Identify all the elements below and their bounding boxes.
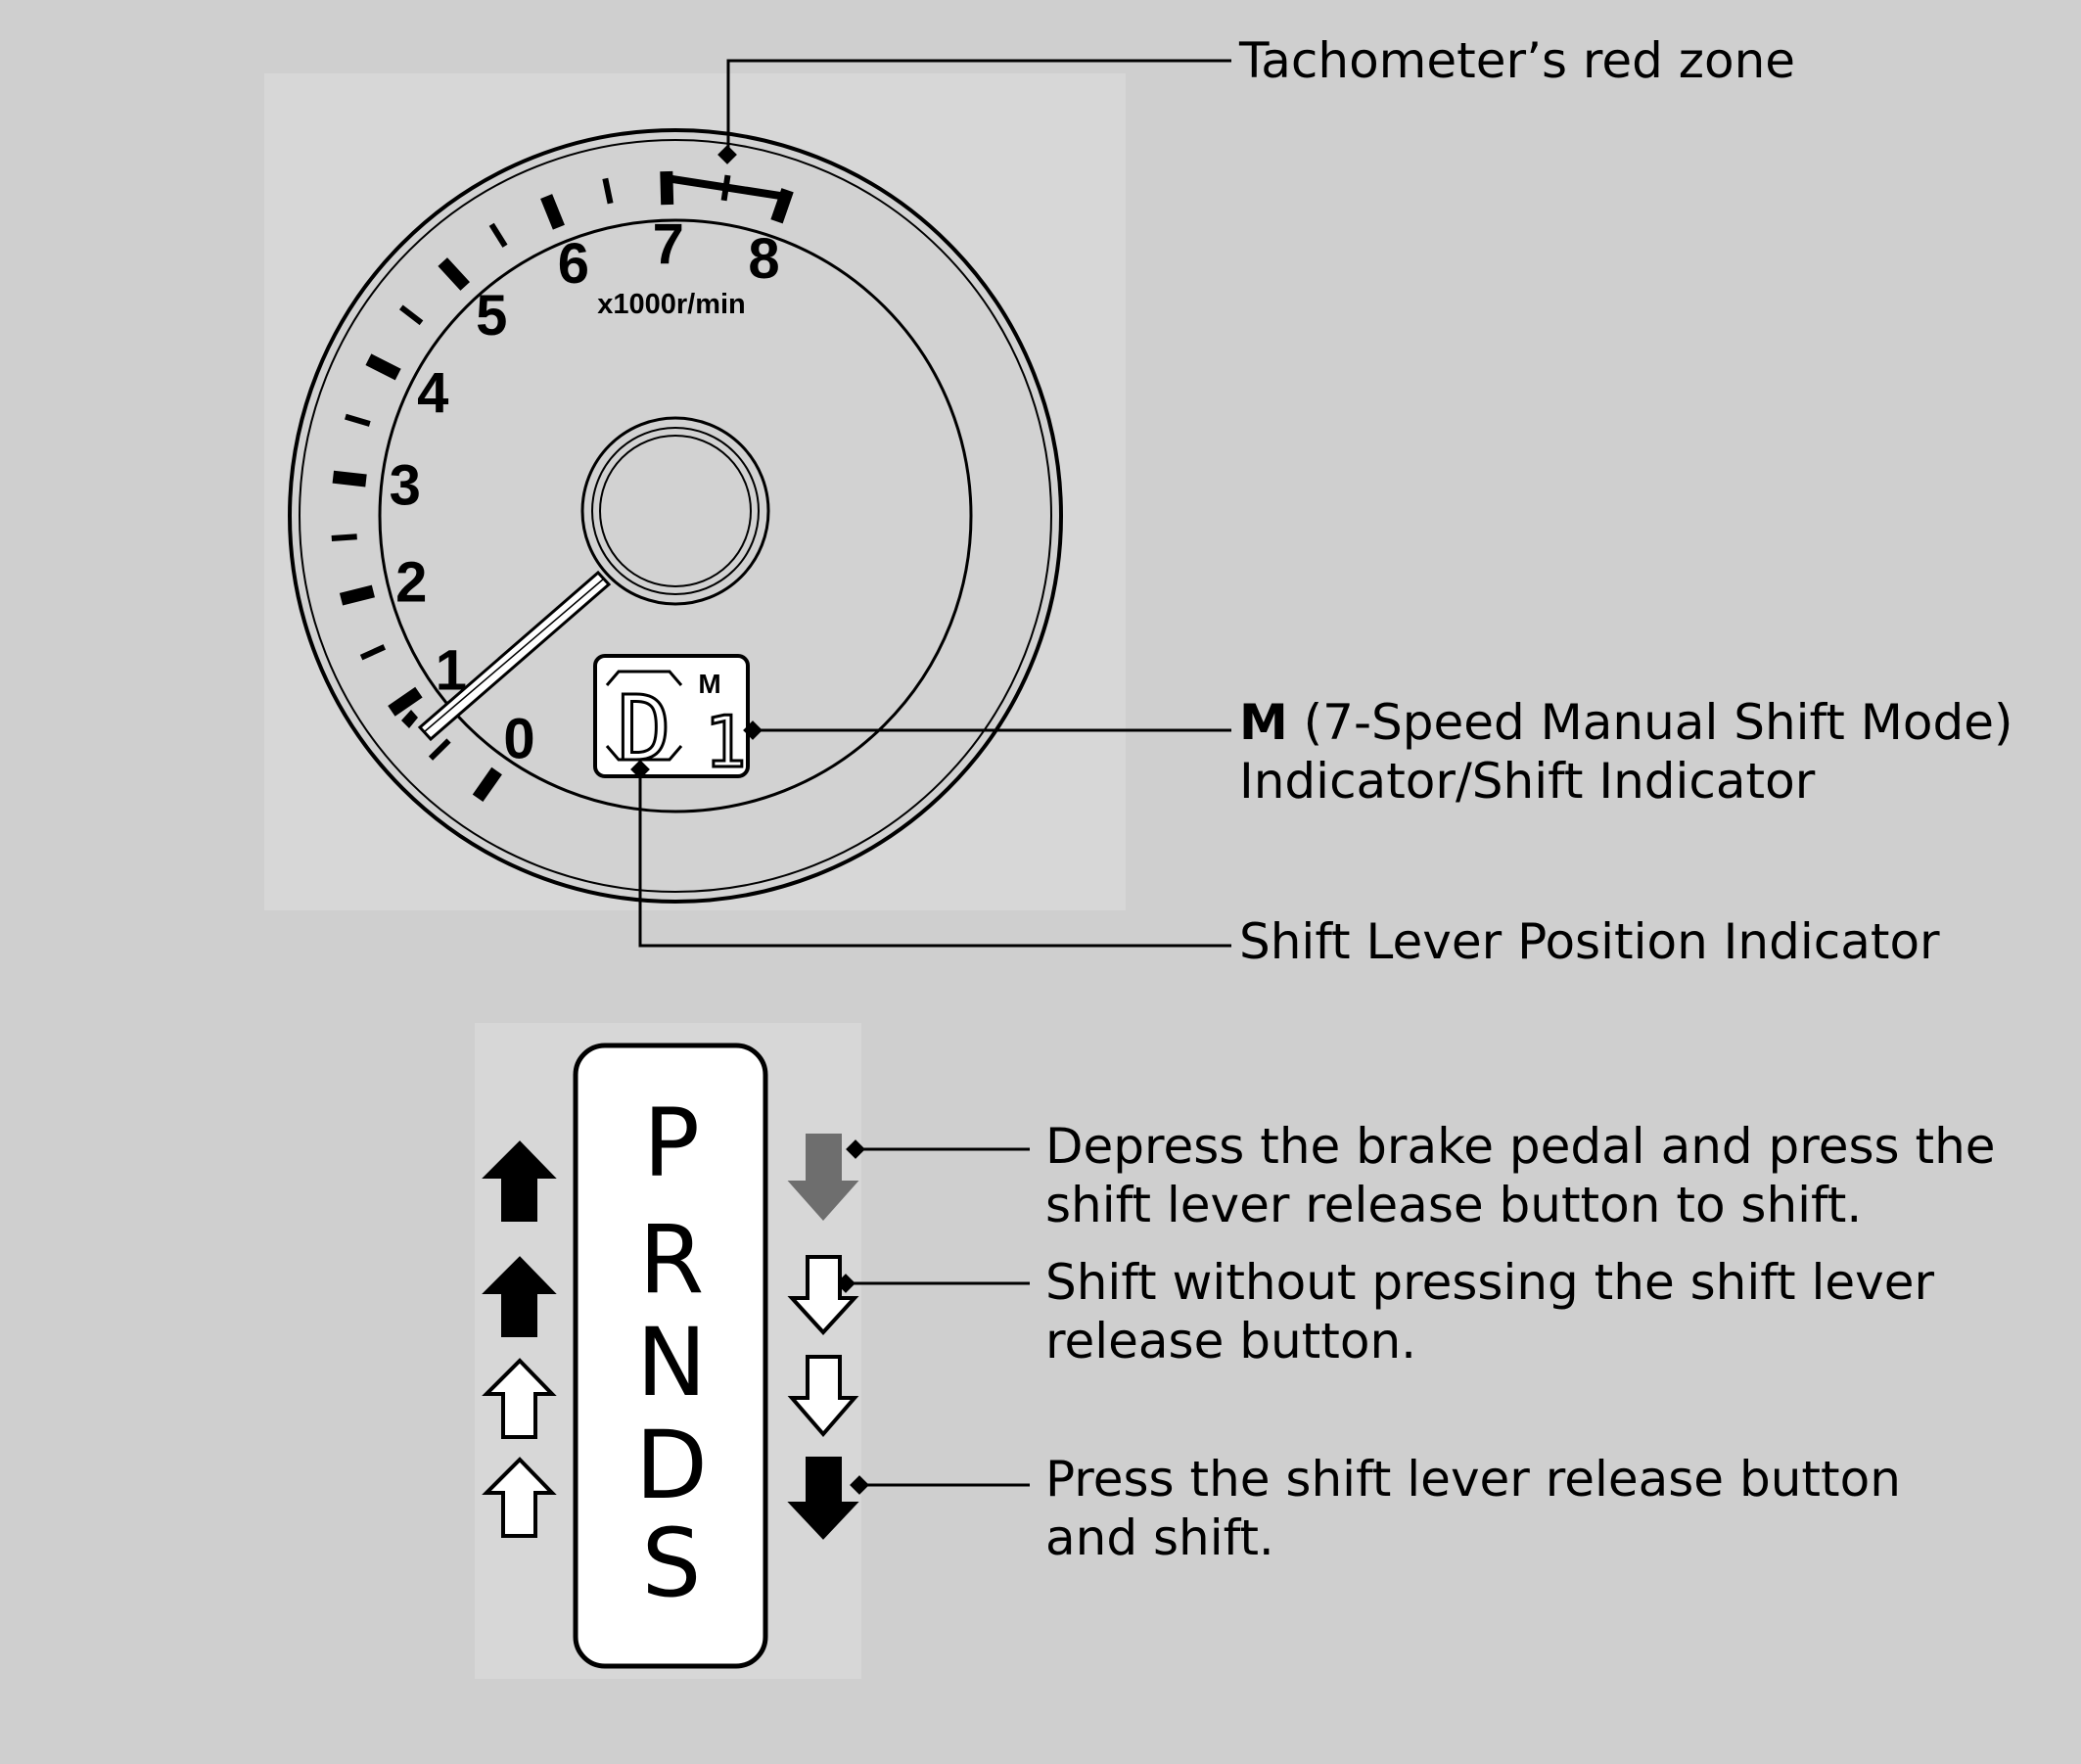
white-arrow-legend: Shift without pressing the shift lever r… xyxy=(1045,1253,1934,1370)
black-arrow-legend-line1: Press the shift lever release button xyxy=(1045,1451,1901,1508)
minor-tick xyxy=(331,534,357,541)
minor-tick xyxy=(359,644,387,661)
display-gear-digit: 1 xyxy=(704,701,746,783)
tachometer-rim-line xyxy=(299,139,1052,893)
major-tick xyxy=(388,686,423,717)
gear-position-s: S xyxy=(642,1509,702,1618)
scale-number-2: 2 xyxy=(395,550,427,614)
m-indicator-letter: M xyxy=(1239,694,1288,751)
up-arrow-r-to-p-icon xyxy=(482,1140,557,1222)
shift-lever-indicator-leader xyxy=(638,773,1231,948)
scale-number-0: 0 xyxy=(503,708,534,771)
gear-position-d: D xyxy=(635,1411,708,1520)
scale-number-7: 7 xyxy=(653,212,684,276)
gray-arrow-legend-line2: shift lever release button to shift. xyxy=(1045,1177,1863,1233)
down-arrows xyxy=(787,1134,859,1540)
tachometer-tick-marks xyxy=(331,170,794,803)
gray-arrow-legend: Depress the brake pedal and press the sh… xyxy=(1045,1117,1996,1234)
up-arrows xyxy=(482,1140,557,1538)
scale-number-8: 8 xyxy=(748,227,779,291)
m-indicator-description: (7-Speed Manual Shift Mode) xyxy=(1287,694,2013,751)
white-arrow-legend-line1: Shift without pressing the shift lever xyxy=(1045,1254,1935,1311)
major-tick xyxy=(365,353,401,381)
shift-lever-indicator-callout: Shift Lever Position Indicator xyxy=(1239,913,1940,970)
minor-tick xyxy=(398,304,424,326)
display-mode-letter: M xyxy=(698,669,720,699)
white-arrow-legend-line2: release button. xyxy=(1045,1313,1417,1369)
m-indicator-callout: M (7-Speed Manual Shift Mode) Indicator/… xyxy=(1239,693,2013,811)
scale-number-3: 3 xyxy=(390,454,421,518)
red-zone-tick xyxy=(660,170,674,206)
down-arrow-d-to-s-icon xyxy=(787,1457,859,1540)
gear-position-p: P xyxy=(643,1089,700,1198)
red-zone-tick xyxy=(770,188,794,224)
m-indicator-callout-line2: Indicator/Shift Indicator xyxy=(1239,753,1816,810)
up-arrow-n-to-r-icon xyxy=(482,1256,557,1337)
red-zone-callout: Tachometer’s red zone xyxy=(1239,32,1796,89)
red-zone-leader xyxy=(726,59,1231,155)
black-arrow-legend: Press the shift lever release button and… xyxy=(1045,1450,1901,1567)
major-tick xyxy=(540,194,565,230)
up-arrow-d-to-n-icon xyxy=(482,1358,557,1439)
red-zone-band xyxy=(666,174,786,201)
down-arrow-p-to-r-icon xyxy=(787,1134,859,1222)
down-arrow-n-to-d-icon xyxy=(787,1355,859,1438)
black-arrow-legend-line2: and shift. xyxy=(1045,1509,1274,1566)
minor-tick xyxy=(345,413,371,427)
major-tick xyxy=(339,584,375,606)
scale-number-6: 6 xyxy=(558,232,589,296)
gear-selector: P R N D S xyxy=(573,1043,768,1669)
gray-arrow-legend-line1: Depress the brake pedal and press the xyxy=(1045,1118,1996,1175)
gear-selector-panel xyxy=(573,1043,768,1669)
minor-tick xyxy=(428,738,451,761)
major-tick xyxy=(332,470,367,487)
scale-number-4: 4 xyxy=(417,361,448,425)
up-arrow-s-to-d-icon xyxy=(482,1457,557,1538)
down-arrow-r-to-n-icon xyxy=(787,1255,859,1335)
major-tick xyxy=(438,257,470,291)
shift-indicator-display: D M 1 xyxy=(593,654,750,785)
minor-tick xyxy=(602,177,614,205)
minor-tick xyxy=(488,222,508,248)
callout-leader-lines xyxy=(638,59,1231,1487)
gear-position-n: N xyxy=(636,1308,707,1417)
tachometer-needle xyxy=(401,570,612,742)
m-indicator-callout-line1: M (7-Speed Manual Shift Mode) xyxy=(1239,693,2013,752)
tachometer-unit-label: x1000r/min xyxy=(597,289,746,320)
major-tick xyxy=(472,766,502,803)
display-gear-letter: D xyxy=(617,676,671,781)
scale-number-5: 5 xyxy=(476,284,507,348)
gear-position-r: R xyxy=(639,1205,705,1315)
